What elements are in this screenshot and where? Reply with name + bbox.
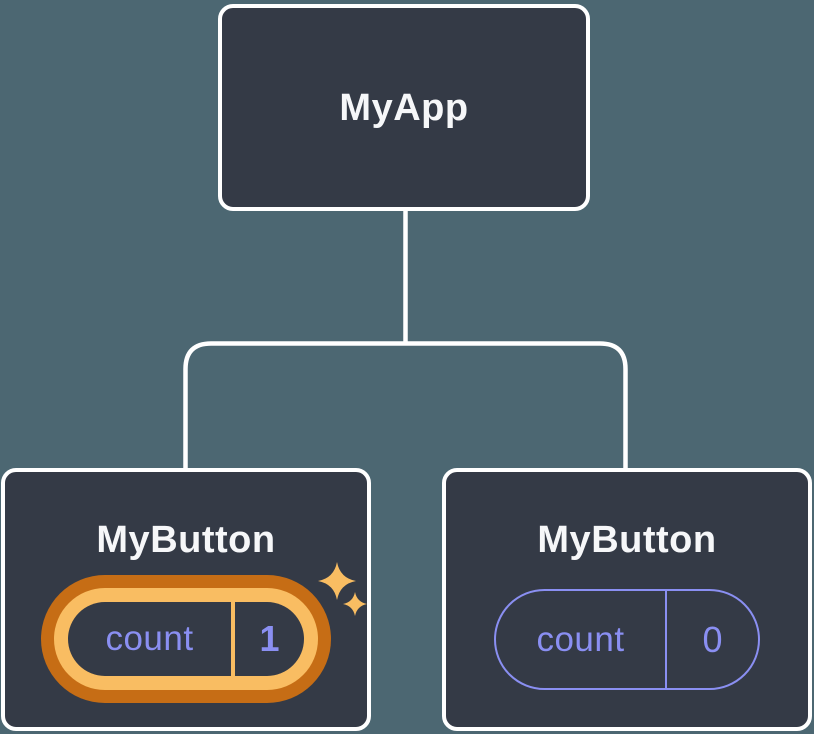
state-value: 0	[702, 618, 723, 660]
node-mybutton-right: MyButton count 0	[442, 468, 812, 731]
node-myapp-label: MyApp	[339, 86, 469, 129]
state-key-label: count	[105, 619, 194, 658]
state-key-label: count	[536, 619, 625, 659]
node-myapp: MyApp	[218, 4, 590, 211]
state-value: 1	[259, 618, 280, 659]
node-mybutton-right-label: MyButton	[537, 519, 717, 561]
node-mybutton-left: MyButton count 1	[1, 468, 371, 731]
state-pill-highlighted: count 1	[41, 575, 331, 703]
state-pill-plain: count 0	[494, 589, 760, 690]
node-mybutton-left-label: MyButton	[96, 519, 276, 561]
